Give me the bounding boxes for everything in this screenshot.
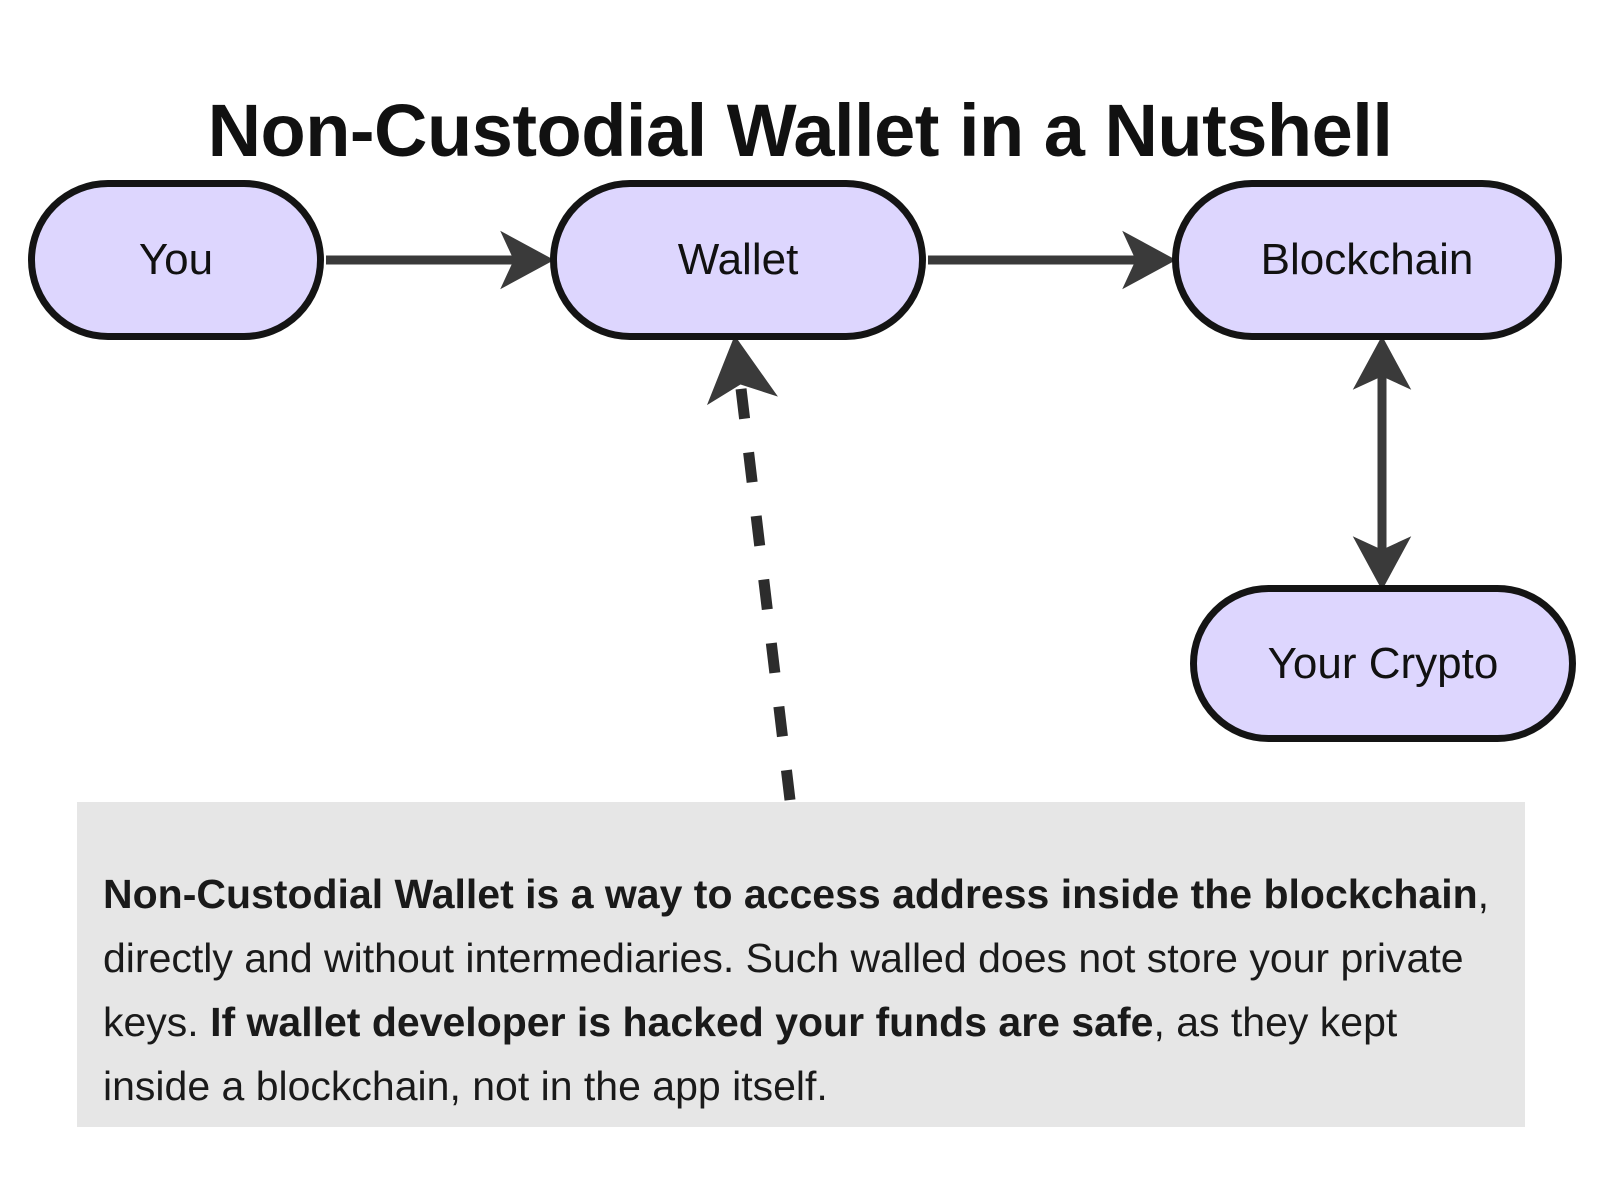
node-your-crypto-label: Your Crypto [1267,638,1499,688]
node-wallet[interactable]: Wallet [550,180,926,340]
node-blockchain[interactable]: Blockchain [1172,180,1562,340]
description-panel: Non-Custodial Wallet is a way to access … [77,802,1525,1127]
node-blockchain-label: Blockchain [1260,235,1474,284]
page-title: Non-Custodial Wallet in a Nutshell [207,88,1393,172]
node-you[interactable]: You [28,180,324,340]
node-your-crypto[interactable]: Your Crypto [1190,585,1576,742]
description-text: Non-Custodial Wallet is a way to access … [103,871,1490,1109]
edge-description-to-wallet [706,335,796,801]
node-you-label: You [138,235,214,284]
node-wallet-label: Wallet [677,235,799,284]
